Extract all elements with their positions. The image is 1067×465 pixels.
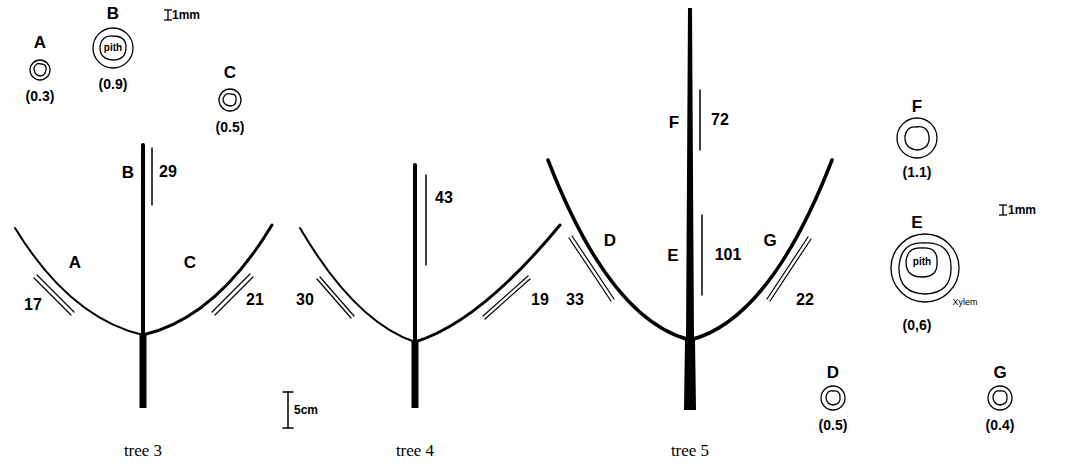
length-number: 22 xyxy=(796,292,814,308)
segment-mark xyxy=(320,277,354,316)
scale-label: 1mm xyxy=(1008,204,1036,216)
tree-caption: tree 3 xyxy=(124,442,162,459)
section-outline xyxy=(988,386,1012,410)
segment-mark xyxy=(485,279,530,319)
branch xyxy=(548,160,690,340)
diameter-value: (0.3) xyxy=(26,89,55,103)
position-letter: B xyxy=(122,164,134,181)
length-number: 72 xyxy=(711,112,729,128)
diameter-value: (0.4) xyxy=(986,418,1015,432)
pith-outline xyxy=(905,127,929,150)
pith-outline xyxy=(223,94,236,106)
diameter-value: (0.5) xyxy=(216,120,245,134)
segment-mark xyxy=(425,175,427,265)
cross-sections xyxy=(30,10,1012,410)
trunk xyxy=(412,342,419,408)
stem xyxy=(413,165,417,344)
tree-5 xyxy=(548,8,832,410)
section-outline xyxy=(821,386,845,410)
length-number: 29 xyxy=(159,164,177,180)
tissue-label: pith xyxy=(913,257,931,267)
scale-bar xyxy=(167,10,168,20)
section-letter: C xyxy=(224,64,236,81)
scale-label: 1mm xyxy=(172,9,200,21)
pith-outline xyxy=(906,248,937,277)
diameter-value: (1.1) xyxy=(903,165,932,179)
segment-mark xyxy=(212,274,250,312)
length-number: 43 xyxy=(435,190,453,206)
length-number: 19 xyxy=(531,292,549,308)
position-letter: A xyxy=(69,254,81,271)
length-number: 33 xyxy=(566,292,584,308)
tree-4 xyxy=(283,165,560,428)
section-letter: B xyxy=(107,5,119,22)
length-number: 17 xyxy=(24,297,42,313)
scale-bar xyxy=(283,427,293,429)
tree-3 xyxy=(15,145,272,408)
section-outline xyxy=(30,60,50,80)
position-letter: G xyxy=(763,232,776,249)
tissue-label: Xylem xyxy=(952,298,977,307)
branch xyxy=(143,225,272,335)
pith-outline xyxy=(826,391,840,405)
position-letter: C xyxy=(184,254,196,271)
position-letter: D xyxy=(604,232,616,249)
diameter-value: (0.5) xyxy=(819,418,848,432)
stem xyxy=(686,8,694,340)
section-letter: A xyxy=(34,34,46,51)
scale-bar xyxy=(1002,205,1003,215)
pith-outline xyxy=(34,64,46,77)
segment-mark xyxy=(701,215,703,295)
segment-mark xyxy=(317,279,351,318)
scale-bar xyxy=(164,19,172,20)
section-outline xyxy=(219,89,241,111)
segment-mark xyxy=(483,276,528,316)
diameter-value: (0.9) xyxy=(99,77,128,91)
trunk xyxy=(140,335,147,408)
scale-bar xyxy=(287,392,289,428)
segment-mark xyxy=(151,148,153,205)
position-letter: E xyxy=(667,247,678,264)
section-letter: F xyxy=(912,98,922,115)
branch xyxy=(415,225,560,342)
length-number: 101 xyxy=(715,247,742,263)
section-outline xyxy=(891,234,959,302)
diameter-value: (0,6) xyxy=(903,318,932,332)
branch xyxy=(15,228,143,335)
stem xyxy=(141,145,145,337)
length-number: 30 xyxy=(296,292,314,308)
section-letter: G xyxy=(993,364,1006,381)
position-letter: F xyxy=(669,114,679,131)
scale-bar xyxy=(999,214,1007,215)
section-letter: E xyxy=(911,214,922,231)
section-outline xyxy=(93,28,133,68)
tree-caption: tree 5 xyxy=(671,442,709,459)
segment-mark xyxy=(699,90,701,150)
xylem-outline xyxy=(899,243,951,294)
tree-caption: tree 4 xyxy=(396,442,434,459)
pith-outline xyxy=(993,391,1007,405)
scale-label: 5cm xyxy=(294,404,318,416)
branch xyxy=(300,228,415,342)
trunk xyxy=(684,338,696,410)
pith-outline xyxy=(100,36,126,60)
section-letter: D xyxy=(827,364,839,381)
section-outline xyxy=(897,118,937,158)
branch xyxy=(690,160,832,340)
tissue-label: pith xyxy=(104,43,122,53)
length-number: 21 xyxy=(246,292,264,308)
segment-mark xyxy=(37,275,74,312)
